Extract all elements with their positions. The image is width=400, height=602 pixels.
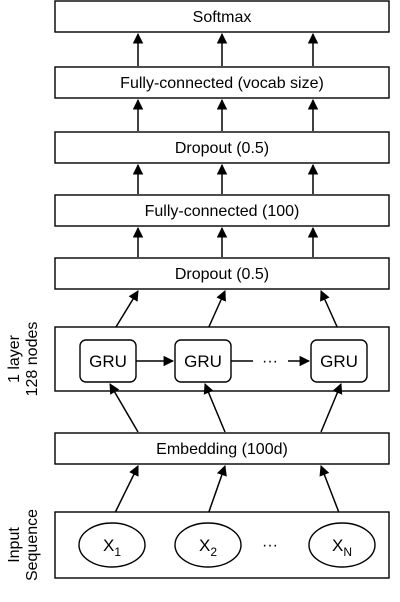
gru-cell: GRU: [79, 339, 137, 383]
fc-100-label: Fully-connected (100): [145, 203, 300, 220]
embedding-label: Embedding (100d): [156, 441, 288, 458]
arrows-fc-vocab-to-softmax: [132, 32, 319, 66]
input-token: X2: [174, 522, 242, 568]
input-token-base: X: [103, 536, 114, 555]
embedding-layer: Embedding (100d): [54, 432, 390, 465]
softmax-label: Softmax: [193, 9, 252, 26]
gru-layer: GRU GRU GRU ···: [54, 326, 390, 392]
input-token-sub: 2: [210, 545, 217, 559]
fc-vocab-layer: Fully-connected (vocab size): [54, 66, 390, 99]
svg-text:X1: X1: [103, 536, 121, 559]
input-token-base: X: [332, 536, 343, 555]
svg-text:XN: XN: [332, 536, 352, 559]
arrows-embedding-to-gru: [109, 383, 343, 433]
input-token-sub: N: [343, 545, 352, 559]
arrows-dropout-to-fc100: [132, 226, 319, 257]
gru-cell-label: GRU: [320, 352, 358, 371]
svg-text:X2: X2: [199, 536, 217, 559]
arrows-fc100-to-dropout: [132, 163, 319, 194]
input-side-label-line1: Input: [6, 527, 23, 563]
input-side-label: Input Sequence: [6, 509, 41, 581]
input-token-sub: 1: [114, 545, 121, 559]
gru-cell: GRU: [174, 339, 232, 383]
input-token: XN: [308, 522, 376, 568]
fc-vocab-label: Fully-connected (vocab size): [120, 75, 324, 92]
softmax-layer: Softmax: [54, 0, 390, 33]
gru-side-label: 1 layer 128 nodes: [6, 322, 41, 397]
input-ellipsis: ···: [262, 537, 278, 554]
input-token: X1: [78, 522, 146, 568]
gru-cell-label: GRU: [89, 352, 127, 371]
arrows-dropout-to-fc-vocab: [132, 98, 319, 131]
gru-cell-label: GRU: [184, 352, 222, 371]
input-side-label-line2: Sequence: [24, 509, 41, 581]
fc-100-layer: Fully-connected (100): [54, 194, 390, 227]
gru-ellipsis: ···: [262, 353, 278, 370]
input-sequence: X1 X2 ··· XN: [54, 511, 390, 579]
gru-side-label-line1: 1 layer: [6, 334, 23, 383]
dropout-top-label: Dropout (0.5): [175, 140, 269, 157]
dropout-bottom-layer: Dropout (0.5): [54, 257, 390, 290]
dropout-top-layer: Dropout (0.5): [54, 131, 390, 164]
dropout-bottom-label: Dropout (0.5): [175, 266, 269, 283]
input-token-base: X: [199, 536, 210, 555]
gru-side-label-line2: 128 nodes: [24, 322, 41, 397]
gru-cell: GRU: [310, 339, 368, 383]
